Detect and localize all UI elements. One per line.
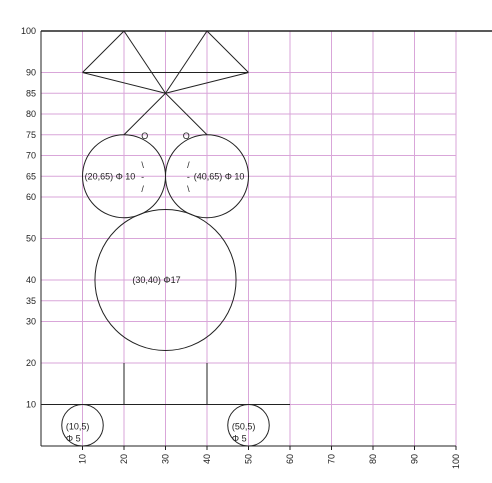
y-tick-label: 85 xyxy=(26,88,36,98)
eye-mark-0: O xyxy=(141,131,148,141)
axis-layer: 10 20 30 40 50 60 70 80 90 100 10 20 30 35 40 50 60 65 70 7… xyxy=(21,26,492,469)
face-mark-0-1: - xyxy=(141,172,144,182)
label-wheel-right-size: Φ 5 xyxy=(232,433,247,443)
face-mark-1-1: - xyxy=(187,172,190,182)
line-segment-3 xyxy=(165,30,208,94)
circle-wheel-left xyxy=(61,404,104,447)
label-wheel-right: (50,5) xyxy=(232,421,256,431)
y-tick-label: 10 xyxy=(26,400,36,410)
line-segment-4 xyxy=(206,30,249,73)
eye-mark-1: O xyxy=(183,131,190,141)
line-segment-8 xyxy=(165,92,208,136)
x-tick-label: 70 xyxy=(327,454,337,464)
circle-wheel-right xyxy=(227,404,270,447)
face-mark-1-2: \ xyxy=(187,184,190,194)
line-segment-5 xyxy=(82,72,166,94)
y-tick-label: 75 xyxy=(26,130,36,140)
x-tick-label: 90 xyxy=(410,454,420,464)
y-tick-label: 30 xyxy=(26,317,36,327)
face-mark-0-2: / xyxy=(141,184,144,194)
label-head-left: (20,65) Φ 10 xyxy=(85,171,136,181)
y-tick-label: 50 xyxy=(26,234,36,244)
label-body: (30,40) Φ17 xyxy=(132,275,180,285)
y-tick-label: 60 xyxy=(26,192,36,202)
face-mark-0-0: \ xyxy=(141,160,144,170)
x-tick-label: 60 xyxy=(285,454,295,464)
label-wheel-left-size: Φ 5 xyxy=(66,433,81,443)
x-tick-label: 80 xyxy=(368,454,378,464)
y-tick-label: 35 xyxy=(26,296,36,306)
y-tick-label: 20 xyxy=(26,358,36,368)
x-tick-label: 40 xyxy=(202,454,212,464)
x-tick-label: 10 xyxy=(78,454,88,464)
x-tick-label: 20 xyxy=(119,454,129,464)
y-tick-label: 65 xyxy=(26,171,36,181)
line-segment-1 xyxy=(123,30,166,94)
label-layer: (20,65) Φ 10 (40,65) Φ 10 (30,40) Φ17 (10,5… xyxy=(66,131,256,444)
label-head-right: (40,65) Φ 10 xyxy=(194,171,245,181)
y-tick-label: 80 xyxy=(26,109,36,119)
shape-layer xyxy=(41,30,290,447)
x-tick-label: 100 xyxy=(451,454,461,469)
y-tick-label: 70 xyxy=(26,151,36,161)
circle-body xyxy=(94,208,237,352)
label-wheel-left: (10,5) xyxy=(66,421,90,431)
x-tick-label: 30 xyxy=(161,454,171,464)
grid-layer xyxy=(41,31,457,446)
y-tick-label: 90 xyxy=(26,68,36,78)
circle-head-right xyxy=(165,134,249,219)
line-segment-6 xyxy=(165,72,249,94)
face-mark-1-0: / xyxy=(187,160,190,170)
line-segment-0 xyxy=(82,30,125,73)
line-segment-7 xyxy=(123,92,166,136)
y-tick-label: 100 xyxy=(21,26,36,36)
x-tick-label: 50 xyxy=(244,454,254,464)
y-tick-label: 40 xyxy=(26,275,36,285)
